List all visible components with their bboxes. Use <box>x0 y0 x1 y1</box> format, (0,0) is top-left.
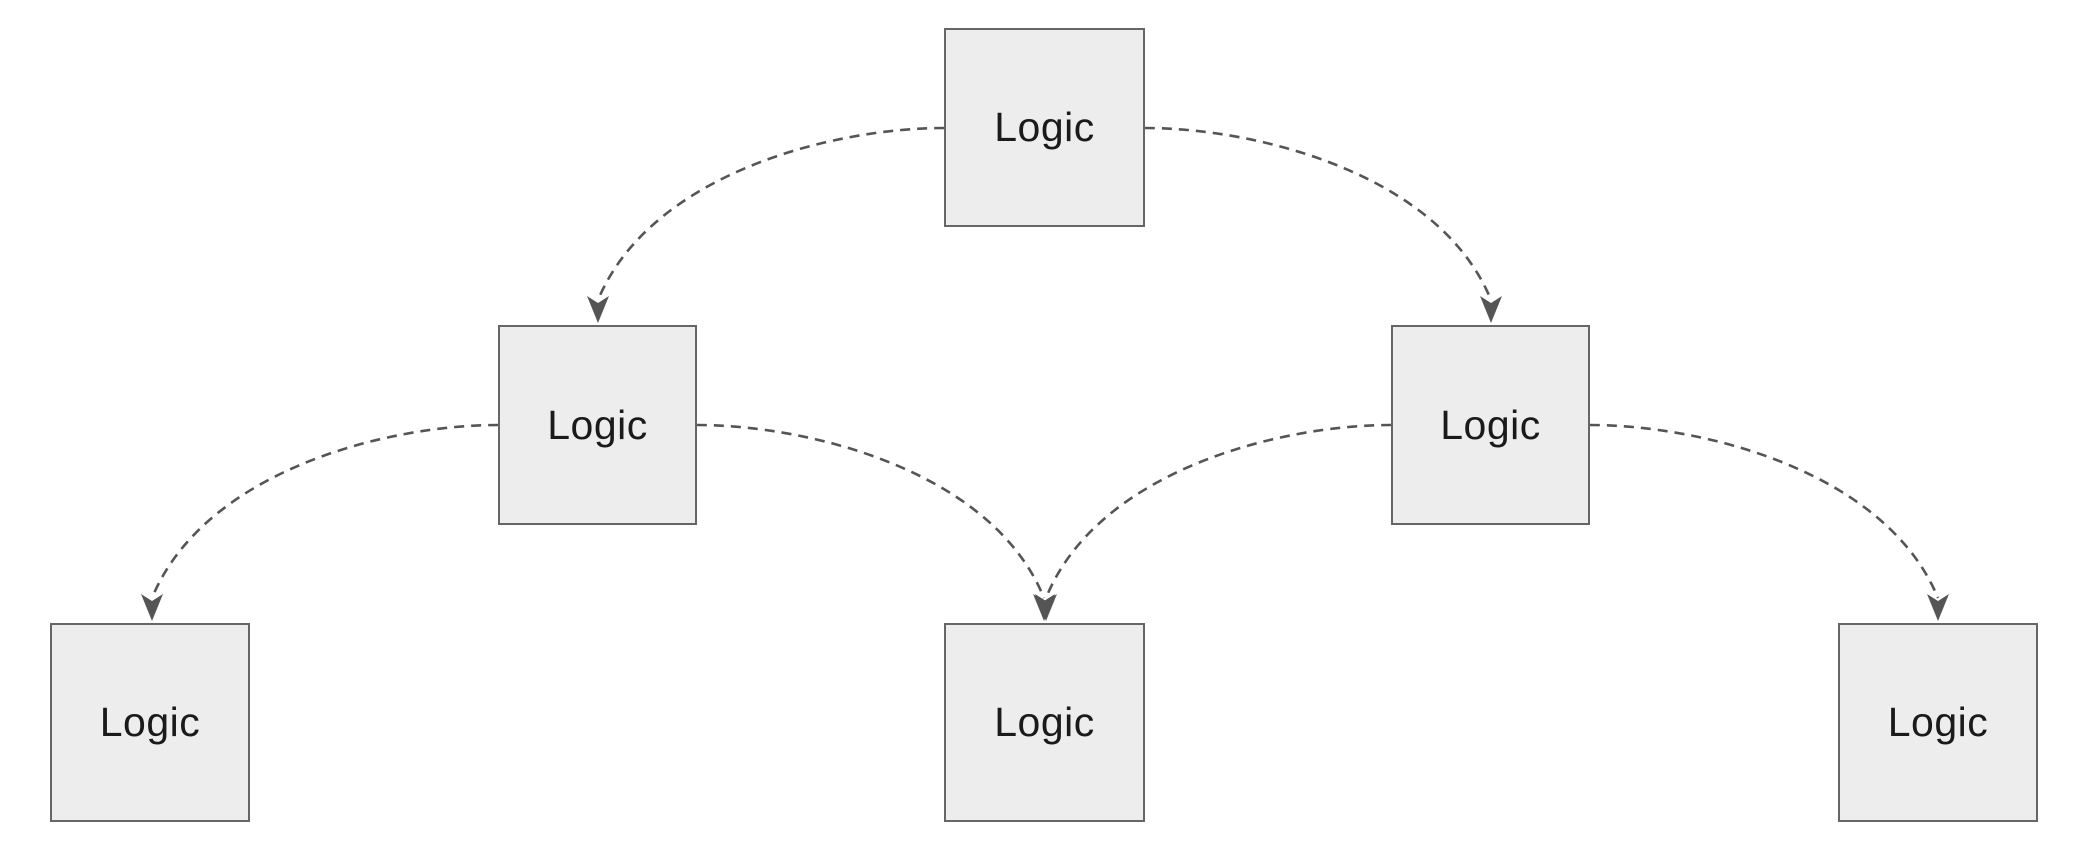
edge-n2-to-n5 <box>696 423 1055 621</box>
arrowhead-icon <box>141 594 163 621</box>
logic-node-label: Logic <box>994 104 1095 150</box>
edge-n2-to-n4 <box>141 423 499 621</box>
logic-node-label: Logic <box>994 699 1095 745</box>
arrowhead-icon <box>1035 594 1057 621</box>
logic-node-label: Logic <box>547 401 648 448</box>
logic-node-n5[interactable]: Logic <box>944 623 1145 822</box>
edge-n3-to-n6 <box>1589 423 1949 621</box>
logic-node-n4[interactable]: Logic <box>50 623 250 822</box>
arrowhead-icon <box>1033 594 1055 621</box>
logic-node-label: Logic <box>1887 699 1989 745</box>
logic-node-label: Logic <box>1440 401 1541 448</box>
logic-node-n6[interactable]: Logic <box>1838 623 2038 822</box>
edge-n1-to-n3 <box>1144 126 1502 323</box>
logic-node-label: Logic <box>99 699 201 745</box>
logic-node-n3[interactable]: Logic <box>1391 325 1590 525</box>
logic-node-n2[interactable]: Logic <box>498 325 697 525</box>
arrowhead-icon <box>587 296 609 323</box>
logic-node-n1[interactable]: Logic <box>944 28 1145 227</box>
edge-n1-to-n2 <box>587 126 945 323</box>
edge-n3-to-n5 <box>1035 423 1392 621</box>
arrowhead-icon <box>1480 296 1502 323</box>
arrowhead-icon <box>1927 594 1949 621</box>
